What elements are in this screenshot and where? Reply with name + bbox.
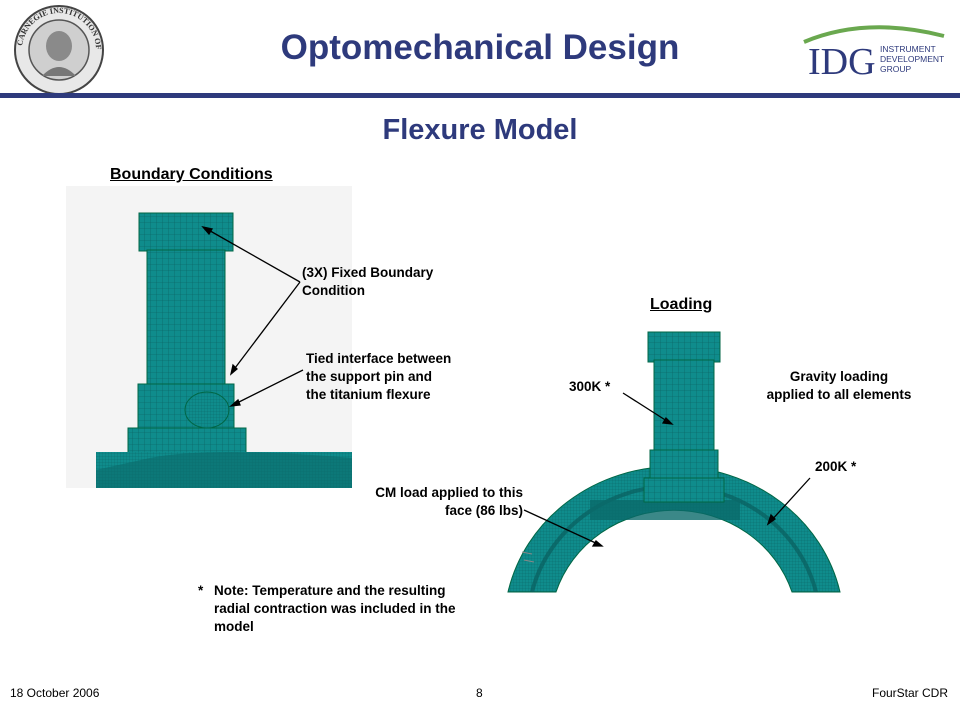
note-marker: * bbox=[198, 583, 204, 598]
carnegie-seal: CARNEGIE INSTITUTION OF WASHINGTON 1902 bbox=[12, 4, 106, 96]
tied-interface-arrow bbox=[228, 369, 304, 407]
cm-load-arrow bbox=[523, 509, 604, 547]
fixed-boundary-line-2: Condition bbox=[302, 283, 365, 298]
header-divider bbox=[0, 93, 960, 98]
note-line-2: radial contraction was included in the bbox=[214, 601, 456, 616]
tied-interface-line-3: the titanium flexure bbox=[306, 387, 431, 402]
loading-model bbox=[507, 331, 841, 593]
logo-mark: IDG bbox=[808, 41, 876, 80]
footer-date: 18 October 2006 bbox=[10, 686, 100, 700]
note-line-3: model bbox=[214, 619, 254, 634]
boundary-conditions-heading: Boundary Conditions bbox=[110, 166, 273, 183]
boundary-model bbox=[66, 186, 352, 488]
temp-300k-arrow bbox=[622, 392, 674, 425]
cm-load-line-1: CM load applied to this bbox=[375, 485, 523, 500]
slide-subtitle: Flexure Model bbox=[382, 114, 578, 146]
gravity-loading-label: Gravity loading applied to all elements bbox=[744, 368, 934, 404]
fixed-boundary-line-1: (3X) Fixed Boundary bbox=[302, 265, 434, 280]
temp-300k-label: 300K * bbox=[569, 379, 611, 394]
temperature-note: Note: Temperature and the resulting radi… bbox=[214, 582, 456, 636]
cm-load-label: CM load applied to this face (86 lbs) bbox=[330, 484, 523, 520]
gravity-line-1: Gravity loading bbox=[789, 369, 889, 384]
temp-200k-arrow bbox=[766, 477, 811, 526]
fixed-boundary-arrows bbox=[201, 225, 301, 376]
tied-interface-line-2: the support pin and bbox=[306, 369, 432, 384]
temp-200k-label: 200K * bbox=[815, 459, 857, 474]
tied-interface-line-1: Tied interface between bbox=[306, 351, 452, 366]
note-line-1: Note: Temperature and the resulting bbox=[214, 583, 446, 598]
gravity-line-2: applied to all elements bbox=[766, 387, 912, 402]
page-number: 8 bbox=[476, 686, 483, 700]
fixed-boundary-label: (3X) Fixed Boundary Condition bbox=[302, 264, 433, 300]
cm-load-line-2: face (86 lbs) bbox=[444, 503, 523, 518]
page-title: Optomechanical Design bbox=[280, 28, 680, 67]
logo-line-2: DEVELOPMENT bbox=[880, 54, 944, 64]
footer-doc-name: FourStar CDR bbox=[871, 686, 948, 700]
logo-line-1: INSTRUMENT bbox=[880, 44, 936, 54]
tied-interface-label: Tied interface between the support pin a… bbox=[306, 350, 451, 404]
logo-line-3: GROUP bbox=[880, 64, 912, 74]
idg-logo: IDG INSTRUMENT DEVELOPMENT GROUP bbox=[796, 22, 946, 80]
loading-heading: Loading bbox=[650, 296, 713, 313]
